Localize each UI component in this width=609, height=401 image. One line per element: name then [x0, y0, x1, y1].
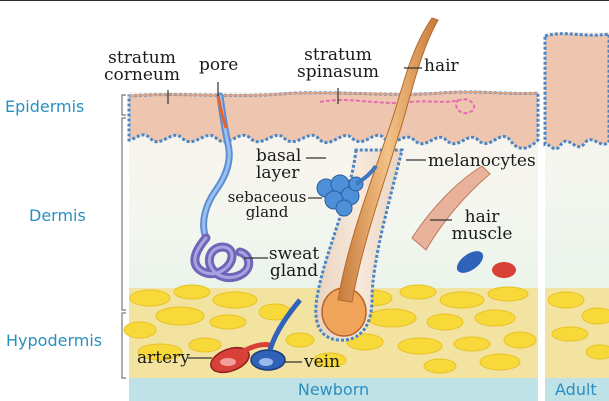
label-hair: hair: [424, 58, 459, 75]
label-basal-layer: basal layer: [256, 148, 301, 182]
label-vein: vein: [304, 354, 340, 371]
layer-dermis: Dermis: [29, 206, 86, 225]
label-stratum-corneum: stratum corneum: [96, 50, 188, 84]
label-pore: pore: [199, 57, 238, 74]
blood-cell-red: [492, 262, 516, 278]
adult-panel: [545, 32, 609, 401]
label-stratum-spinasum: stratum spinasum: [290, 47, 386, 81]
label-sebaceous-gland: sebaceous gland: [222, 190, 312, 220]
caption-newborn: Newborn: [129, 380, 538, 399]
adult-epidermis: [545, 34, 609, 149]
label-sweat-gland: sweat gland: [266, 246, 322, 280]
label-hair-muscle: hair muscle: [450, 209, 514, 243]
layer-hypodermis: Hypodermis: [6, 331, 102, 350]
label-melanocytes: melanocytes: [428, 153, 536, 170]
caption-adult: Adult: [555, 380, 605, 399]
label-artery: artery: [137, 350, 190, 367]
layer-epidermis: Epidermis: [5, 97, 84, 116]
layer-brackets: [122, 95, 126, 378]
